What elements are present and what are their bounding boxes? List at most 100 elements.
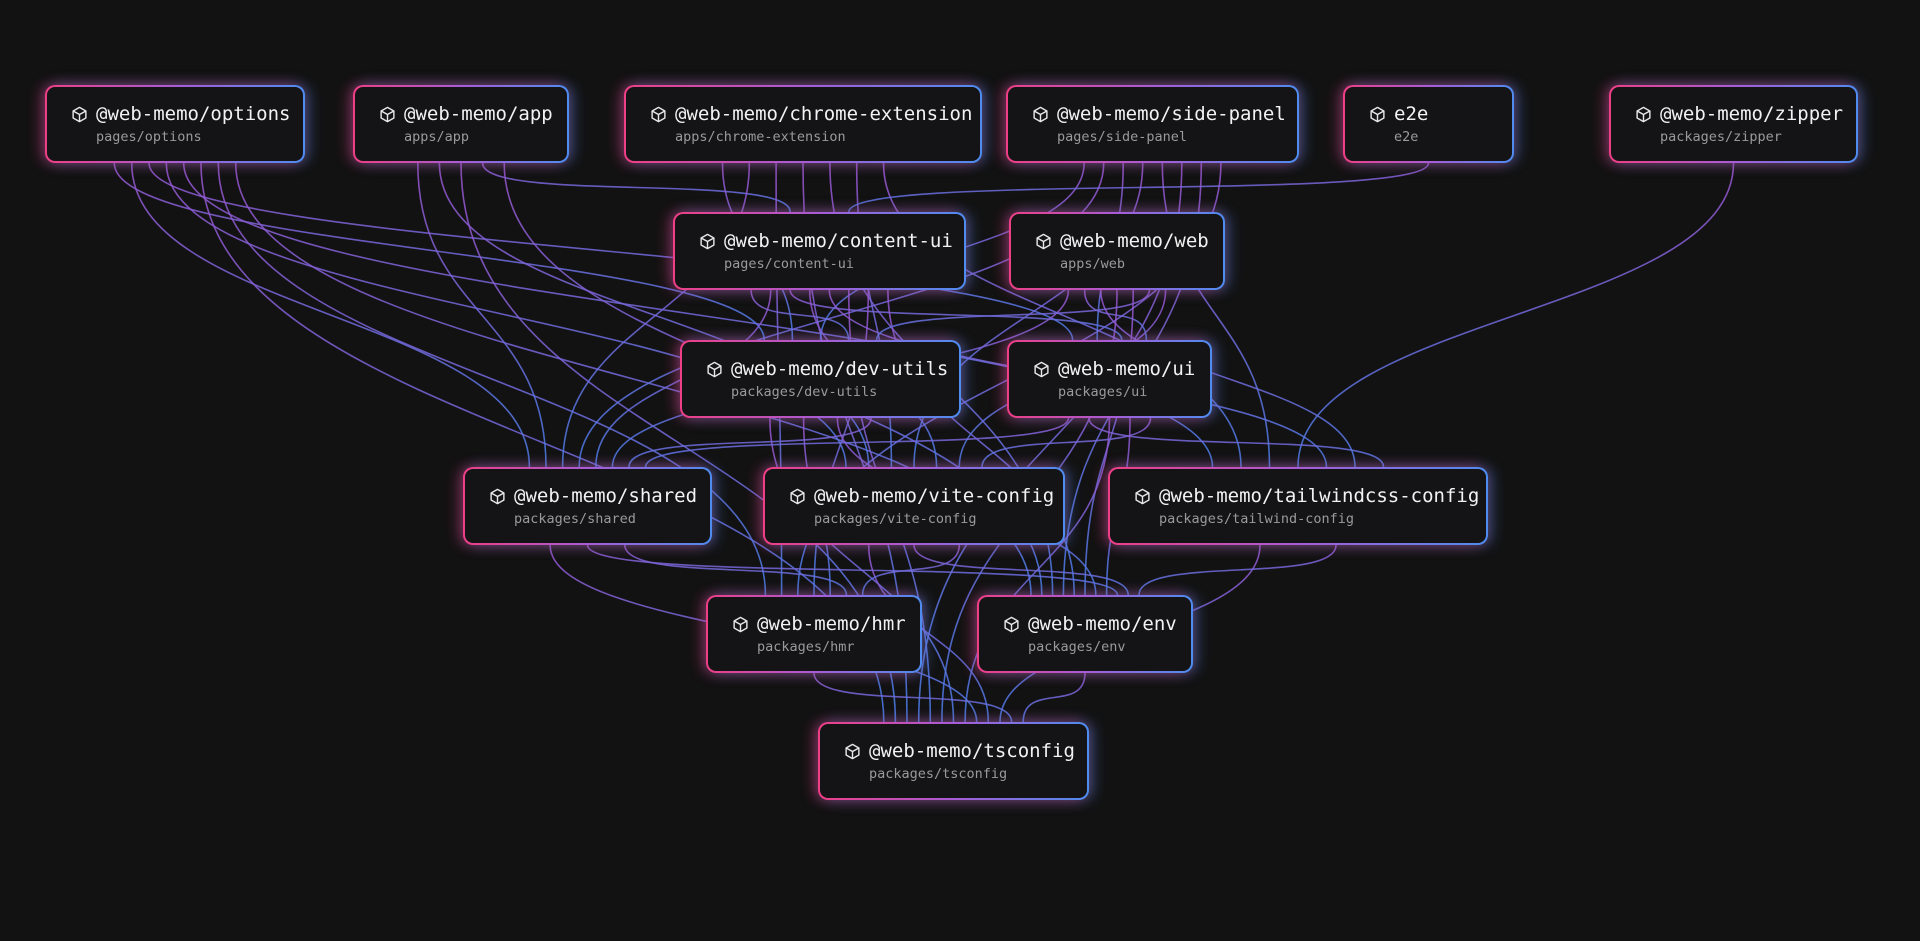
package-path: packages/zipper	[1660, 129, 1782, 145]
dependency-edge	[644, 417, 1070, 468]
dependency-edge	[875, 289, 1151, 341]
node-title-row: @web-memo/zipper	[1635, 103, 1843, 125]
package-path: apps/web	[1060, 256, 1126, 272]
package-name: @web-memo/tailwindcss-config	[1159, 485, 1480, 507]
node-title-row: @web-memo/app	[379, 103, 553, 125]
node-title-row: @web-memo/tailwindcss-config	[1134, 485, 1479, 507]
package-path: e2e	[1394, 129, 1419, 145]
node-title-row: @web-memo/tsconfig	[844, 740, 1075, 762]
dependency-edge	[1138, 544, 1337, 596]
package-icon	[1034, 361, 1049, 377]
package-name: @web-memo/app	[404, 103, 553, 125]
node-title-row: @web-memo/web	[1035, 230, 1209, 252]
package-path: packages/vite-config	[814, 511, 977, 527]
node-hmr[interactable]: @web-memo/hmr packages/hmr	[706, 595, 922, 673]
package-icon	[1135, 488, 1150, 504]
dependency-edge	[1297, 162, 1735, 468]
node-title-row: @web-memo/env	[1003, 613, 1177, 635]
package-path: packages/dev-utils	[731, 384, 878, 400]
node-title-row: @web-memo/dev-utils	[706, 358, 948, 380]
package-name: @web-memo/zipper	[1660, 103, 1844, 125]
dependency-edge	[130, 162, 531, 468]
package-path: packages/tailwind-config	[1159, 511, 1355, 527]
dependency-edge	[913, 544, 1129, 596]
node-e2e[interactable]: e2e e2e	[1343, 85, 1514, 163]
dependency-edge	[750, 289, 850, 341]
node-vite[interactable]: @web-memo/vite-config packages/vite-conf…	[763, 467, 1065, 545]
node-title-row: @web-memo/options	[71, 103, 290, 125]
dependency-edge	[481, 162, 791, 213]
node-title-row: @web-memo/vite-config	[789, 485, 1054, 507]
package-path: packages/hmr	[757, 639, 855, 655]
node-side[interactable]: @web-memo/side-panel pages/side-panel	[1006, 85, 1299, 163]
package-name: @web-memo/tsconfig	[869, 740, 1075, 762]
node-shared[interactable]: @web-memo/shared packages/shared	[463, 467, 712, 545]
node-tsconfig[interactable]: @web-memo/tsconfig packages/tsconfig	[818, 722, 1089, 800]
dependency-edge	[1100, 289, 1356, 468]
package-icon	[845, 743, 860, 759]
dependency-edge	[561, 162, 751, 468]
package-icon	[700, 233, 715, 249]
dependency-edge	[1088, 417, 1385, 468]
package-icon	[1370, 106, 1385, 122]
package-icon	[1036, 233, 1051, 249]
dependency-edge	[586, 544, 1119, 596]
package-icon	[1004, 616, 1019, 632]
package-name: @web-memo/web	[1060, 230, 1209, 252]
package-icon	[380, 106, 395, 122]
package-path: pages/side-panel	[1057, 129, 1188, 145]
node-options[interactable]: @web-memo/options pages/options	[45, 85, 305, 163]
package-icon	[733, 616, 748, 632]
dependency-edge	[113, 162, 766, 341]
package-name: @web-memo/dev-utils	[731, 358, 949, 380]
node-zipper[interactable]: @web-memo/zipper packages/zipper	[1609, 85, 1858, 163]
node-title-row: e2e	[1369, 103, 1428, 125]
node-web[interactable]: @web-memo/web apps/web	[1009, 212, 1225, 290]
package-path: packages/tsconfig	[869, 766, 1008, 782]
dependency-edge	[789, 289, 1123, 341]
package-name: @web-memo/vite-config	[814, 485, 1055, 507]
node-chrome[interactable]: @web-memo/chrome-extension apps/chrome-e…	[624, 85, 982, 163]
node-content[interactable]: @web-memo/content-ui pages/content-ui	[673, 212, 966, 290]
package-name: @web-memo/env	[1028, 613, 1177, 635]
package-name: @web-memo/hmr	[757, 613, 906, 635]
dependency-edge	[417, 162, 547, 468]
package-path: pages/options	[96, 129, 202, 145]
package-name: @web-memo/options	[96, 103, 291, 125]
package-name: e2e	[1394, 103, 1429, 125]
package-name: @web-memo/ui	[1058, 358, 1196, 380]
node-app[interactable]: @web-memo/app apps/app	[353, 85, 569, 163]
node-title-row: @web-memo/chrome-extension	[650, 103, 972, 125]
dependency-edge	[628, 417, 872, 468]
dependency-edge	[624, 544, 848, 596]
package-name: @web-memo/chrome-extension	[675, 103, 973, 125]
package-path: packages/ui	[1058, 384, 1148, 400]
node-env[interactable]: @web-memo/env packages/env	[977, 595, 1193, 673]
package-icon	[651, 106, 666, 122]
dependency-edge	[813, 672, 1013, 723]
package-icon	[72, 106, 87, 122]
node-title-row: @web-memo/content-ui	[699, 230, 953, 252]
package-name: @web-memo/content-ui	[724, 230, 953, 252]
package-icon	[790, 488, 805, 504]
package-path: packages/shared	[514, 511, 636, 527]
package-path: packages/env	[1028, 639, 1126, 655]
dependency-edge	[848, 162, 1430, 213]
package-path: pages/content-ui	[724, 256, 855, 272]
node-dev[interactable]: @web-memo/dev-utils packages/dev-utils	[680, 340, 961, 418]
node-ui[interactable]: @web-memo/ui packages/ui	[1007, 340, 1212, 418]
dependency-edge	[867, 544, 990, 723]
node-title-row: @web-memo/side-panel	[1032, 103, 1286, 125]
package-icon	[490, 488, 505, 504]
node-title-row: @web-memo/ui	[1033, 358, 1195, 380]
node-tw[interactable]: @web-memo/tailwindcss-config packages/ta…	[1108, 467, 1488, 545]
dependency-edge	[861, 544, 961, 596]
node-title-row: @web-memo/hmr	[732, 613, 906, 635]
node-title-row: @web-memo/shared	[489, 485, 697, 507]
dependency-edge	[1022, 672, 1086, 723]
package-name: @web-memo/shared	[514, 485, 698, 507]
package-icon	[1033, 106, 1048, 122]
package-name: @web-memo/side-panel	[1057, 103, 1286, 125]
package-icon	[707, 361, 722, 377]
